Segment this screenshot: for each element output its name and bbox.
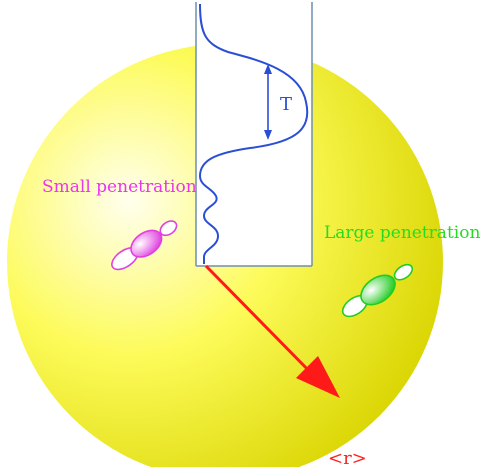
radius-label: <r> <box>328 448 367 467</box>
thickness-arrowhead-bottom <box>264 130 272 140</box>
small-penetration-label: Small penetration <box>42 177 197 197</box>
magenta-dumbbell-orbital-icon <box>111 220 178 271</box>
thickness-arrowhead-top <box>264 64 272 74</box>
green-dumbbell-orbital-icon <box>341 263 414 318</box>
thickness-label: T <box>280 94 292 115</box>
radial-probability-curve <box>198 3 309 264</box>
radius-arrow-shaft <box>204 264 320 382</box>
large-penetration-label: Large penetration <box>324 223 480 243</box>
radius-arrow <box>204 264 340 398</box>
radial-profile-panel: T <box>195 2 313 267</box>
radius-arrowhead <box>296 356 340 398</box>
thickness-indicator <box>264 64 272 140</box>
